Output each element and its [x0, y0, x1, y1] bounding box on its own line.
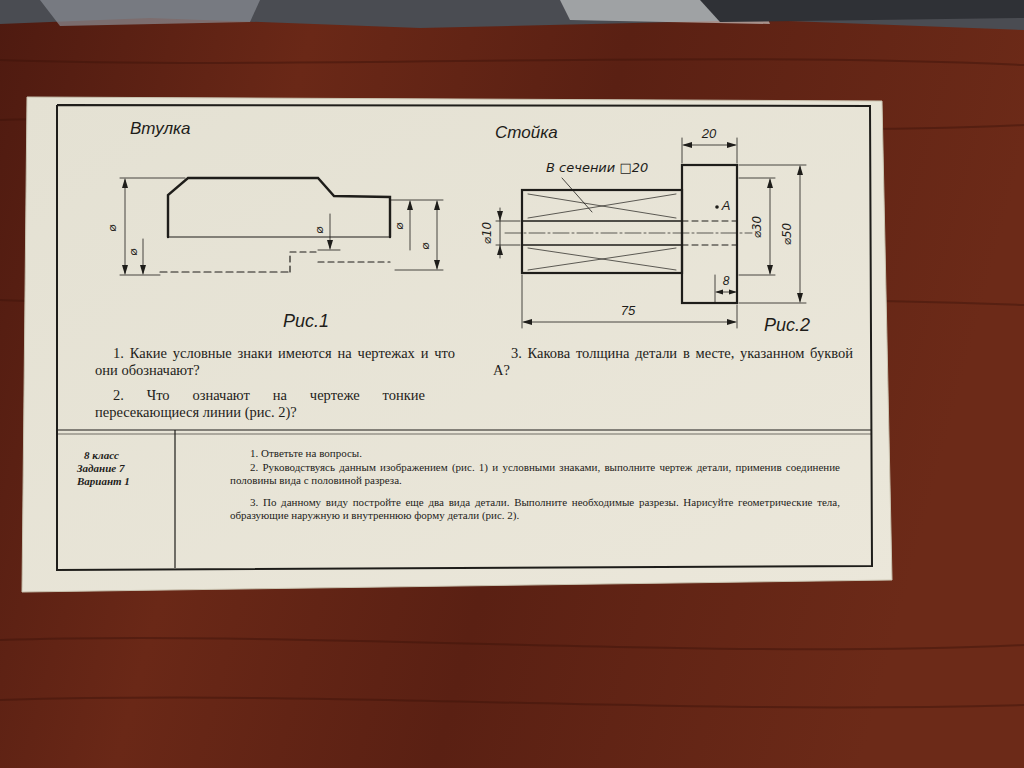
diameter-sign: ⌀	[393, 222, 406, 229]
grade-cell: 8 класс	[84, 449, 119, 461]
dimension: ⌀10	[481, 222, 494, 245]
question: 2. Что означают на чертеже тонкие пересе…	[95, 387, 425, 420]
section-note: В сечении □20	[546, 161, 648, 175]
task-cell: Задание 7	[77, 462, 124, 474]
figure-caption: Рис.2	[764, 316, 810, 336]
diameter-sign: ⌀	[313, 226, 326, 233]
dimension: 75	[621, 304, 635, 318]
dimension: ⌀50	[781, 223, 794, 246]
part-title: Стойка	[495, 124, 558, 143]
dimension: ⌀30	[751, 216, 764, 239]
instruction: 2. Руководствуясь данным изображением (р…	[230, 461, 840, 486]
part-title: Втулка	[130, 120, 191, 139]
instruction: 3. По данному виду постройте еще два вид…	[230, 496, 840, 521]
question: 3. Какова толщина детали в месте, указан…	[493, 345, 853, 378]
instruction: 1. Ответьте на вопросы.	[230, 447, 840, 460]
diameter-sign: ⌀	[127, 248, 140, 255]
dimension: 20	[702, 127, 716, 141]
dimension: 8	[723, 275, 730, 288]
figure-caption: Рис.1	[283, 312, 329, 332]
diameter-sign: ⌀	[106, 224, 119, 231]
diameter-sign: ⌀	[419, 242, 432, 249]
point-letter: A	[722, 199, 731, 213]
variant-cell: Вариант 1	[77, 475, 130, 487]
question: 1. Какие условные знаки имеются на черте…	[95, 345, 455, 378]
